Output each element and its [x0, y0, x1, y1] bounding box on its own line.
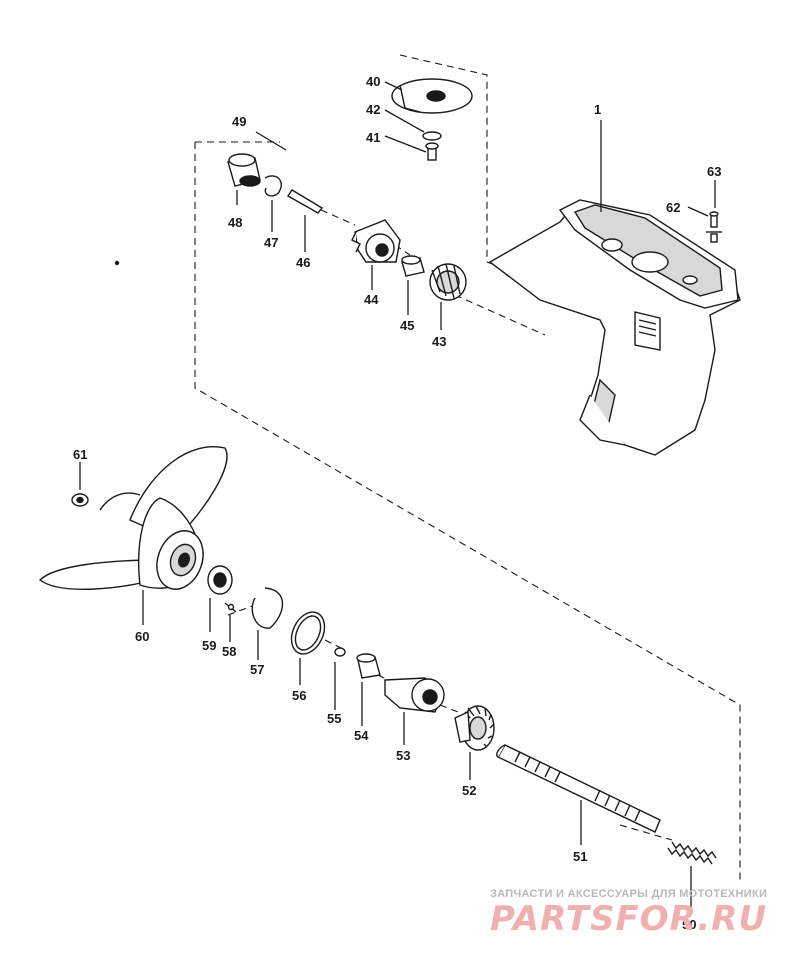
retainer-clip — [264, 175, 282, 197]
spring — [667, 841, 717, 865]
callout-60: 60 — [135, 629, 149, 644]
bushing — [401, 255, 425, 277]
callout-59: 59 — [202, 638, 216, 653]
callout-55: 55 — [327, 711, 341, 726]
callout-56: 56 — [292, 688, 306, 703]
washer — [422, 131, 442, 141]
callout-58: 58 — [222, 644, 236, 659]
leader-lines — [79, 81, 716, 915]
small-screw — [709, 211, 719, 228]
bearing-carrier-small — [227, 153, 261, 187]
callout-40: 40 — [366, 74, 380, 89]
forward-gear — [454, 705, 495, 751]
callout-43: 43 — [432, 334, 446, 349]
pin — [287, 189, 324, 214]
thrust-hub — [207, 565, 233, 595]
propeller-shaft — [496, 744, 661, 833]
small-pin — [224, 602, 237, 613]
sleeve-bearing — [356, 653, 381, 679]
callout-61: 61 — [73, 447, 87, 462]
propeller — [38, 446, 228, 590]
o-ring — [290, 611, 326, 655]
callout-51: 51 — [573, 849, 587, 864]
callout-53: 53 — [396, 748, 410, 763]
small-ring — [334, 647, 346, 657]
callout-47: 47 — [264, 235, 278, 250]
watermark-brand: PARTSFOR.RU — [490, 899, 767, 939]
screw — [425, 142, 439, 161]
callout-1: 1 — [594, 102, 601, 117]
pinion-gear — [351, 219, 401, 263]
bearing-carrier — [384, 677, 445, 713]
retaining-ring — [251, 587, 284, 629]
bearing — [429, 263, 467, 301]
callout-49: 49 — [232, 114, 246, 129]
callout-52: 52 — [462, 783, 476, 798]
callout-62: 62 — [666, 200, 680, 215]
pump-plate — [391, 78, 473, 114]
callout-50: 50 — [682, 917, 696, 932]
callout-labels: 1 40 41 42 43 44 45 46 47 48 49 50 51 52… — [73, 74, 721, 932]
propeller-nut — [71, 493, 89, 507]
small-screw-washer — [706, 231, 722, 243]
callout-54: 54 — [354, 728, 369, 743]
callout-45: 45 — [400, 318, 414, 333]
callout-44: 44 — [364, 292, 379, 307]
watermark: ЗАПЧАСТИ И АКСЕССУАРЫ ДЛЯ МОТОТЕХНИКИ PA… — [490, 888, 767, 939]
gear-housing — [488, 199, 741, 456]
callout-48: 48 — [228, 215, 242, 230]
callout-46: 46 — [296, 255, 310, 270]
callout-57: 57 — [250, 662, 264, 677]
callout-63: 63 — [707, 164, 721, 179]
callout-42: 42 — [366, 102, 380, 117]
stray-mark — [114, 260, 120, 266]
callout-41: 41 — [366, 130, 380, 145]
watermark-caption: ЗАПЧАСТИ И АКСЕССУАРЫ ДЛЯ МОТОТЕХНИКИ — [490, 888, 767, 900]
